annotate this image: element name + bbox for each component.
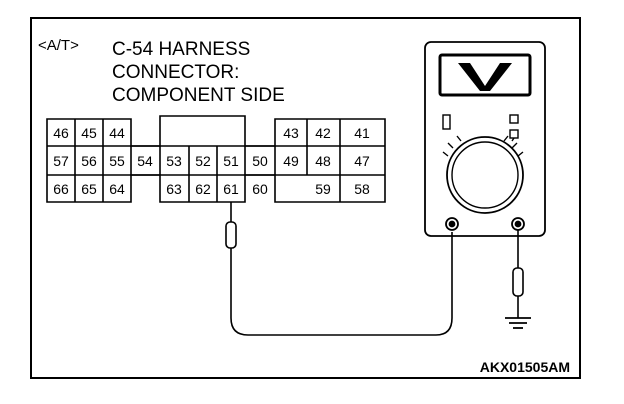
pin-54: 54 (137, 153, 153, 169)
pin-57: 57 (53, 153, 69, 169)
pin-44: 44 (109, 125, 125, 141)
figure-code: AKX01505AM (480, 359, 570, 375)
pin-59: 59 (315, 181, 331, 197)
pin-49: 49 (283, 153, 299, 169)
pin-42: 42 (315, 125, 331, 141)
pin-66: 66 (53, 181, 69, 197)
voltmeter-v-symbol-icon (458, 63, 512, 91)
ground-symbol-icon (505, 317, 531, 329)
ground-lead (512, 230, 524, 318)
pin-50: 50 (252, 153, 268, 169)
pin-62: 62 (195, 181, 211, 197)
pin-41: 41 (354, 125, 370, 141)
pin-47: 47 (354, 153, 370, 169)
at-prefix: <A/T> (38, 37, 79, 54)
title-line2: CONNECTOR: (112, 62, 239, 83)
test-lead-wire (230, 232, 453, 336)
harness-connector (46, 115, 386, 203)
pin-53: 53 (166, 153, 182, 169)
pin-63: 63 (166, 181, 182, 197)
pin-55: 55 (109, 153, 125, 169)
pin-51: 51 (223, 153, 239, 169)
title-line3: COMPONENT SIDE (112, 85, 285, 106)
pin-64: 64 (109, 181, 125, 197)
pin-45: 45 (81, 125, 97, 141)
pin-48: 48 (315, 153, 331, 169)
pin-52: 52 (195, 153, 211, 169)
pin-46: 46 (53, 125, 69, 141)
voltmeter (424, 41, 546, 237)
pin-60: 60 (252, 181, 268, 197)
pin-61: 61 (223, 181, 239, 197)
pin-56: 56 (81, 153, 97, 169)
pin-58: 58 (354, 181, 370, 197)
title-line1: C-54 HARNESS (112, 39, 250, 60)
diagram-frame (30, 17, 581, 379)
pin-43: 43 (283, 125, 299, 141)
pin-65: 65 (81, 181, 97, 197)
test-probe-icon (225, 202, 237, 318)
